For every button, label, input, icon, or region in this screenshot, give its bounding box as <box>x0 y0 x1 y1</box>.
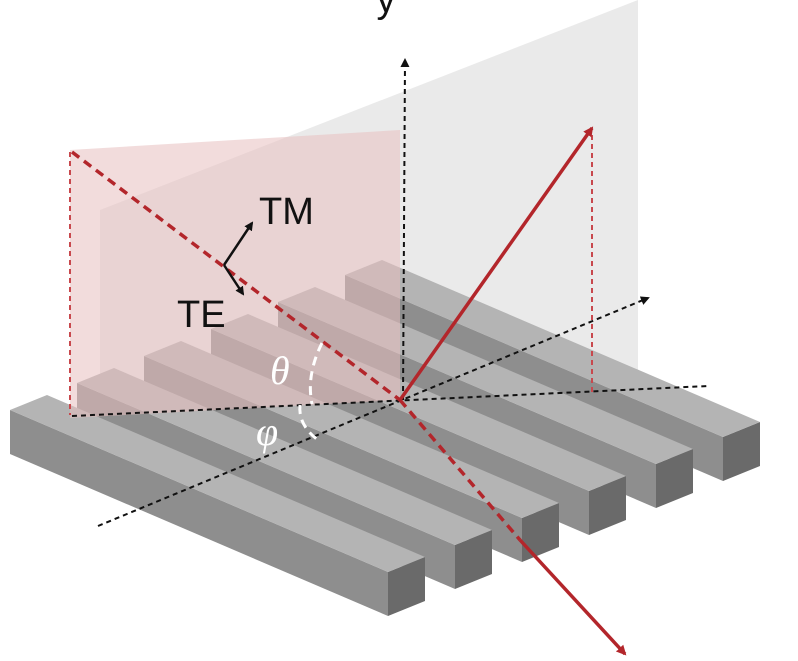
vertical-axis <box>400 58 410 401</box>
reflected-beam <box>398 126 594 402</box>
theta-arc <box>308 342 324 405</box>
bar-end-face <box>656 449 693 508</box>
transmitted-beam-dashed <box>398 398 522 542</box>
te-polarization-arrow <box>222 264 245 296</box>
bar-end-face <box>723 422 760 481</box>
bar-end-face <box>589 476 626 535</box>
tm-polarization-arrow <box>222 221 254 266</box>
theta-label: θ <box>270 348 290 393</box>
te-label: TE <box>177 294 226 336</box>
y-axis-label: y <box>377 0 396 21</box>
bar-top-face <box>345 260 760 437</box>
incident-beam <box>70 150 402 402</box>
bar-end-face <box>388 557 425 616</box>
transmitted-beam <box>518 538 627 656</box>
bar-top-face <box>10 395 425 572</box>
bar-top-face <box>77 368 492 545</box>
grating-bar <box>10 395 425 616</box>
tm-label: TM <box>259 191 314 233</box>
phi-label: φ <box>256 409 278 454</box>
bar-end-face <box>522 503 559 562</box>
depth-axis <box>97 296 650 527</box>
bar-end-face <box>455 530 492 589</box>
phi-arc <box>298 404 319 442</box>
horizontal-axis <box>71 385 709 417</box>
bar-front-face <box>10 410 388 616</box>
